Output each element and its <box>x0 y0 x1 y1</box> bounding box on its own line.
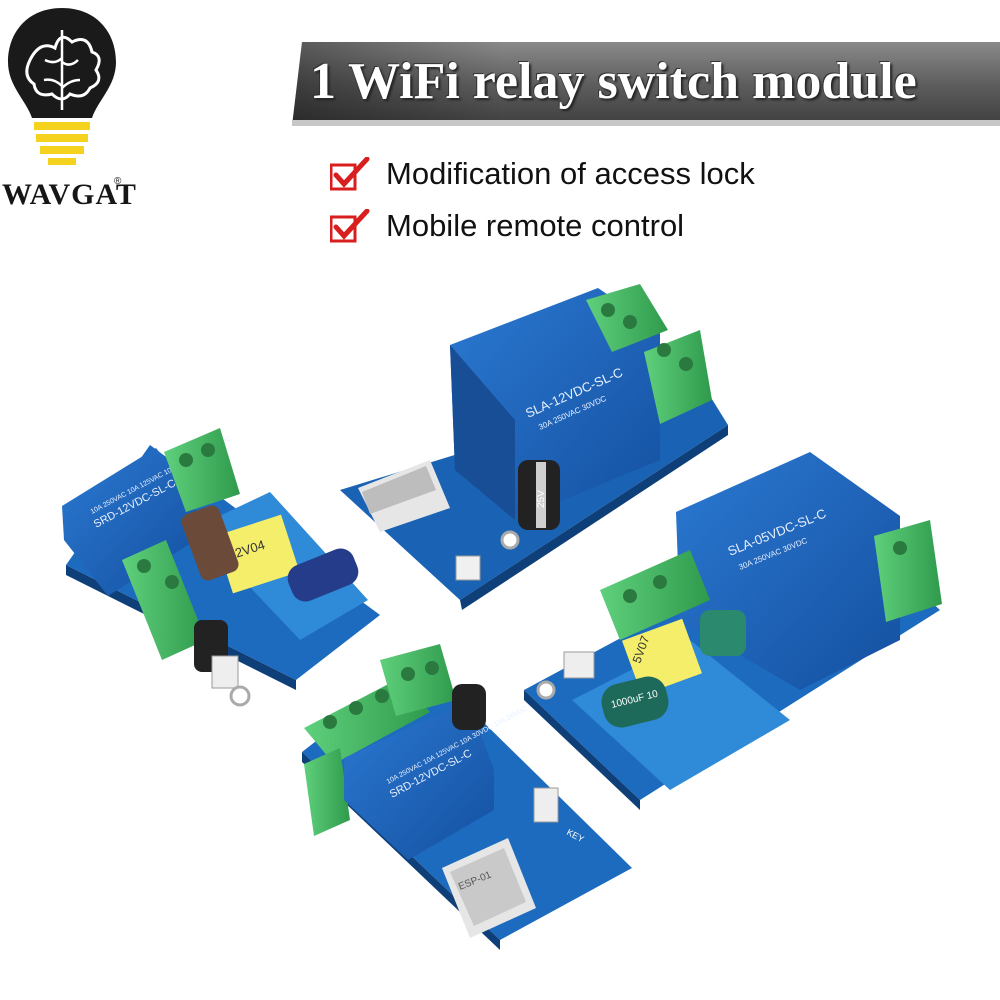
red-checkmark-icon <box>330 209 370 243</box>
board-top-left: SRD-12VDC-SL-C 10A 250VAC 10A 125VAC 10A… <box>62 428 380 707</box>
registered-mark: ® <box>114 176 122 187</box>
product-photo: SLA-12VDC-SL-C 30A 250VAC 30VDC 25V SRD-… <box>62 284 942 950</box>
feature-list: Modification of access lock Mobile remot… <box>330 148 755 252</box>
red-checkmark-icon <box>330 157 370 191</box>
feature-text: Modification of access lock <box>386 156 755 191</box>
relay-block: SLA-12VDC-SL-C 30A 250VAC 30VDC <box>450 288 660 520</box>
capacitor: 25V <box>518 460 560 530</box>
terminal-block <box>586 284 712 424</box>
board-right: SLA-05VDC-SL-C 30A 250VAC 30VDC 5V07 100… <box>524 452 942 810</box>
feature-item: Mobile remote control <box>330 200 755 252</box>
capacitor-label: 25V <box>536 490 547 508</box>
power-module: 12V04 <box>181 492 368 640</box>
wifi-module <box>358 460 450 532</box>
feature-item: Modification of access lock <box>330 148 755 200</box>
brand-logo: WAVGAT ® <box>0 0 136 215</box>
terminal-block <box>600 520 942 640</box>
terminal-block <box>122 428 240 660</box>
board-bottom: SRD-12VDC-SL-C 10A 250VAC 10A 125VAC 10A… <box>302 644 632 950</box>
power-module: 5V07 1000uF 10 <box>572 610 790 790</box>
feature-text: Mobile remote control <box>386 208 685 243</box>
brand-name: WAVGAT <box>2 178 137 211</box>
brain-lightbulb-icon <box>8 8 116 165</box>
banner-title: 1 WiFi relay switch module <box>310 53 917 110</box>
title-banner: 1 WiFi relay switch module <box>292 38 1000 126</box>
wifi-module: ESP-01 <box>442 838 536 938</box>
board-top-center: SLA-12VDC-SL-C 30A 250VAC 30VDC 25V <box>340 284 728 610</box>
terminal-block <box>304 644 456 836</box>
